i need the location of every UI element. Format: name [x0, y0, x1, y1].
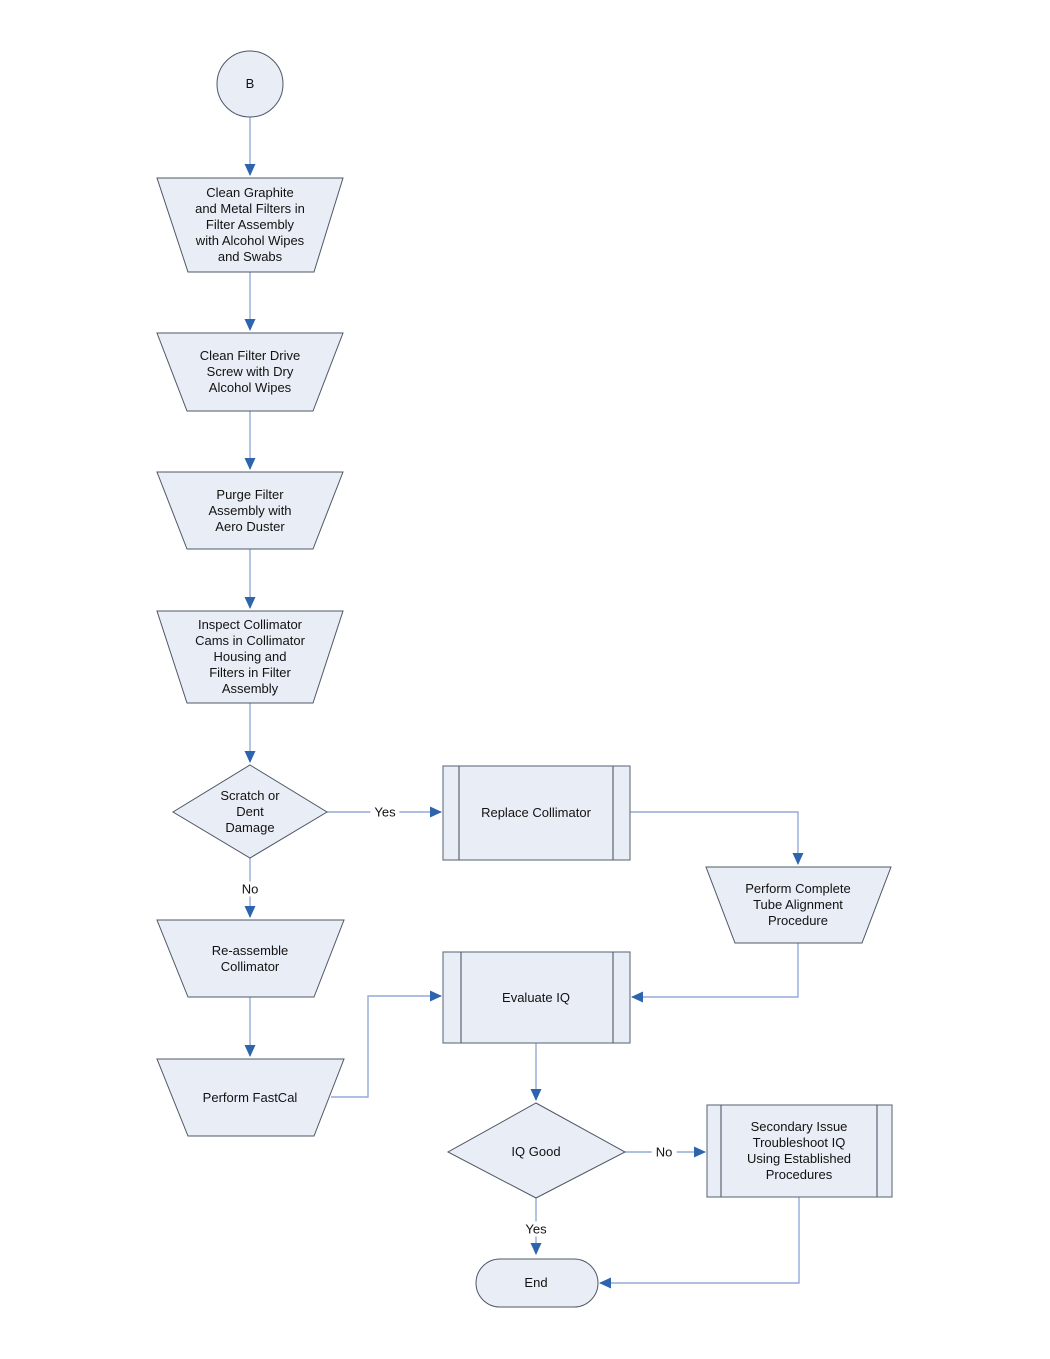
shape-inspect-collimator-cams: [156, 610, 344, 704]
edge-replace-to-tube-alignment: [630, 811, 804, 865]
shape-secondary-issue-troubleshoot: [706, 1104, 893, 1198]
edge-label-iq-good-no: No: [651, 1144, 677, 1160]
shape-perform-tube-alignment: [705, 866, 892, 944]
shape-perform-fastcal: [156, 1058, 345, 1137]
edge-secondary-to-end: [599, 1197, 800, 1289]
shape-clean-filter-drive-screw: [156, 332, 344, 412]
shape-evaluate-iq: [442, 951, 631, 1044]
edge-label-scratch-no: No: [237, 881, 263, 897]
edge-fastcal-to-evaluate-iq: [331, 990, 442, 1098]
shape-purge-filter-assembly: [156, 471, 344, 550]
edge-label-scratch-yes: Yes: [370, 804, 400, 820]
shape-reassemble-collimator: [156, 919, 345, 998]
edge-tube-alignment-to-evaluate-iq: [631, 943, 799, 1003]
shape-clean-graphite-filters: [156, 177, 344, 273]
shape-iq-good-decision: [446, 1102, 627, 1199]
shape-connector-b: [216, 50, 284, 118]
shape-end-terminator: [475, 1258, 599, 1308]
shape-replace-collimator: [442, 765, 631, 861]
shape-scratch-or-dent-decision: [172, 764, 328, 859]
edge-label-iq-good-yes: Yes: [521, 1221, 551, 1237]
